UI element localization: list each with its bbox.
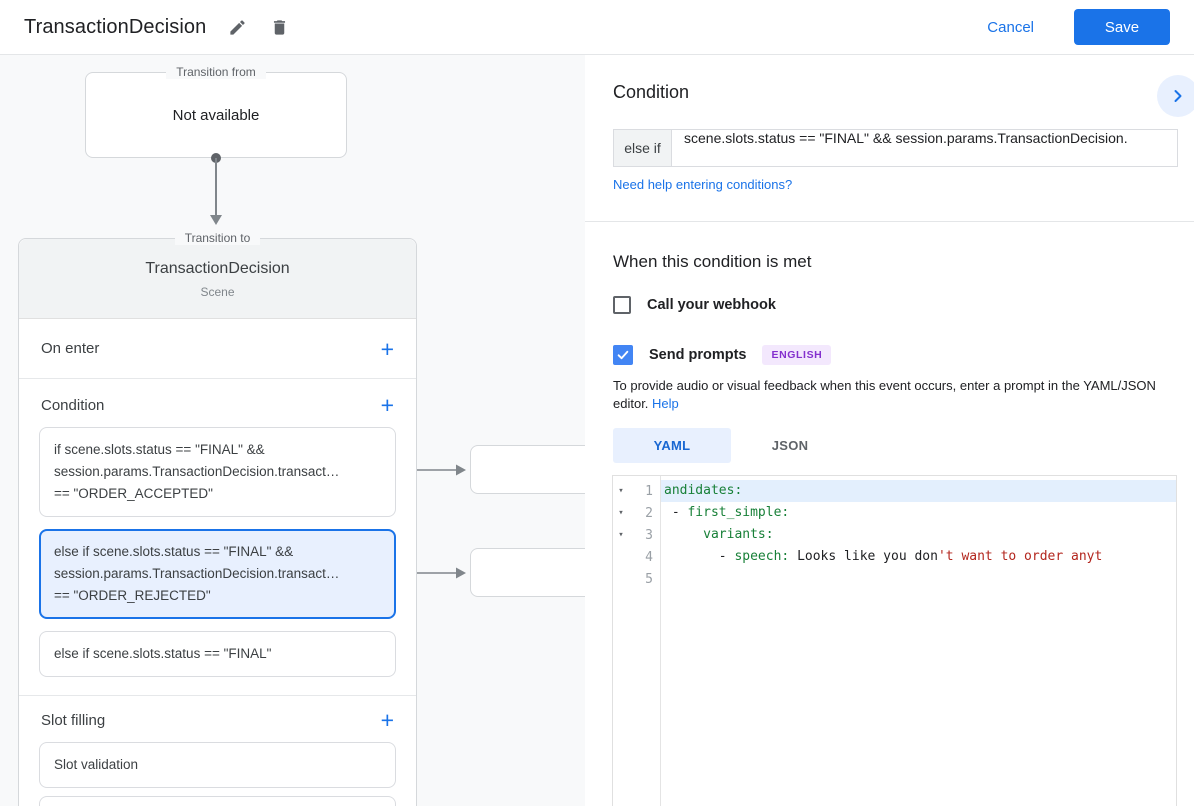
when-condition-met-heading: When this condition is met <box>613 252 812 271</box>
send-prompts-label: Send prompts <box>649 347 747 363</box>
condition-item[interactable]: else if scene.slots.status == "FINAL" <box>39 631 396 677</box>
edit-icon[interactable] <box>228 17 248 37</box>
language-badge: ENGLISH <box>762 345 832 365</box>
line-number: 2 <box>645 505 653 521</box>
delete-icon[interactable] <box>270 17 290 37</box>
add-slot-icon[interactable]: + <box>380 707 394 733</box>
condition-items: if scene.slots.status == "FINAL" &&sessi… <box>19 427 416 677</box>
code-line[interactable]: variants: <box>703 527 774 542</box>
call-webhook-checkbox-row[interactable]: Call your webhook <box>613 296 776 314</box>
transition-from-box: Transition from Not available <box>85 65 347 158</box>
condition-help-link[interactable]: Need help entering conditions? <box>613 177 793 192</box>
tab-json[interactable]: JSON <box>771 438 809 453</box>
top-toolbar: TransactionDecision Cancel Save <box>0 0 1194 55</box>
code-line[interactable]: andidates: <box>661 480 1176 502</box>
flow-canvas: Transition from Not available Transition… <box>0 55 585 806</box>
line-number: 3 <box>645 527 653 543</box>
panel-title: Condition <box>613 82 690 102</box>
slot-filling-section: Slot filling + Slot validation <box>19 696 416 806</box>
slot-filling-header: Slot filling + <box>19 696 416 742</box>
condition-detail-panel: Condition else if scene.slots.status == … <box>585 55 1194 806</box>
gutter-row: ▾1 <box>613 480 660 502</box>
editor-code-area[interactable]: andidates: - first_simple: variants: - s… <box>661 476 1176 806</box>
add-condition-icon[interactable]: + <box>380 392 394 418</box>
condition-expression-input[interactable]: scene.slots.status == "FINAL" && session… <box>671 129 1178 167</box>
send-prompts-checkbox[interactable] <box>613 345 633 365</box>
panel-divider <box>585 221 1194 222</box>
scene-name: TransactionDecision <box>145 260 290 277</box>
line-number: 5 <box>645 571 653 587</box>
slot-filling-label: Slot filling <box>41 711 106 729</box>
gutter-row: ▾2 <box>613 502 660 524</box>
on-enter-label: On enter <box>41 340 100 357</box>
condition-input-row: else if scene.slots.status == "FINAL" &&… <box>613 129 1178 167</box>
line-number: 4 <box>645 549 653 565</box>
transition-from-content: Not available <box>172 107 260 124</box>
fold-arrow-icon[interactable]: ▾ <box>618 530 624 540</box>
gutter-row: ▾3 <box>613 524 660 546</box>
checkmark-icon <box>617 350 629 360</box>
page-title: TransactionDecision <box>24 15 207 38</box>
condition-prefix-label: else if <box>613 129 671 167</box>
slot-partial-box[interactable] <box>39 796 396 806</box>
condition-section: Condition + if scene.slots.status == "FI… <box>19 379 416 696</box>
webhook-checkbox[interactable] <box>613 296 631 314</box>
gutter-row: 4 <box>613 546 660 568</box>
transition-target-box-1[interactable] <box>470 445 585 494</box>
condition-section-header: Condition + <box>19 385 416 427</box>
code-line[interactable] <box>661 568 1176 590</box>
slot-items: Slot validation <box>19 742 416 788</box>
scene-card-header: TransactionDecision Scene <box>19 239 416 319</box>
prompt-description: To provide audio or visual feedback when… <box>613 378 1156 411</box>
scene-card: Transition to TransactionDecision Scene … <box>18 231 417 806</box>
condition-item[interactable]: if scene.slots.status == "FINAL" &&sessi… <box>39 427 396 517</box>
tab-yaml[interactable]: YAML <box>613 428 731 463</box>
save-button[interactable]: Save <box>1074 9 1170 45</box>
help-link[interactable]: Help <box>652 396 679 411</box>
scene-type-label: Scene <box>200 285 235 299</box>
fold-arrow-icon[interactable]: ▾ <box>618 486 624 496</box>
line-number: 1 <box>645 483 653 499</box>
chevron-right-icon <box>1174 90 1182 102</box>
cancel-button[interactable]: Cancel <box>987 18 1034 36</box>
webhook-label: Call your webhook <box>647 297 776 313</box>
code-line[interactable]: - speech: Looks like you don't want to o… <box>664 549 1103 564</box>
add-on-enter-icon[interactable]: + <box>380 335 394 362</box>
transition-from-legend: Transition from <box>86 65 346 79</box>
slot-item[interactable]: Slot validation <box>39 742 396 788</box>
fold-arrow-icon[interactable]: ▾ <box>618 508 624 518</box>
transition-target-box-2[interactable] <box>470 548 585 597</box>
condition-item[interactable]: else if scene.slots.status == "FINAL" &&… <box>39 529 396 619</box>
on-enter-row: On enter + <box>19 319 416 379</box>
send-prompts-checkbox-row[interactable]: Send prompts ENGLISH <box>613 345 832 365</box>
editor-tabs: YAML JSON <box>613 428 849 463</box>
condition-section-label: Condition <box>41 396 105 414</box>
gutter-row: 5 <box>613 568 660 590</box>
collapse-panel-button[interactable] <box>1157 75 1194 117</box>
code-line[interactable]: - first_simple: <box>664 505 790 520</box>
